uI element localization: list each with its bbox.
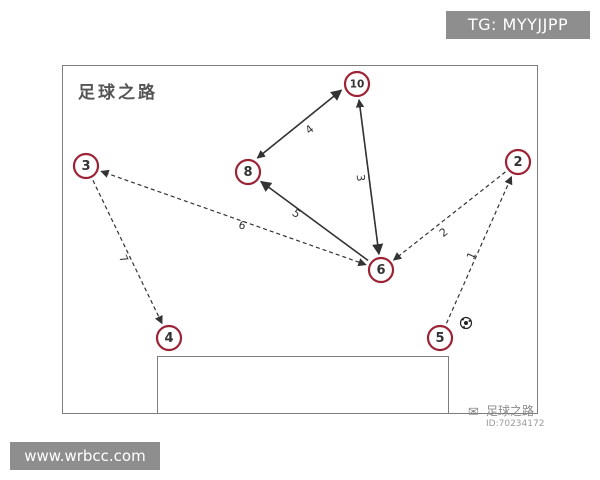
brand-title: 足球之路 <box>78 83 158 103</box>
player-marker-5: 5 <box>426 324 454 352</box>
player-number: 6 <box>376 263 385 278</box>
move-arrow-support-p6-p10 <box>355 99 380 255</box>
player-marker-6: 6 <box>367 256 395 284</box>
wechat-icon: ✉ <box>468 404 479 419</box>
watermark-id: ID:70234172 <box>486 419 545 429</box>
player-number: 3 <box>81 159 90 174</box>
player-number: 10 <box>350 79 365 91</box>
move-arrow-4-p8-p10 <box>256 89 343 159</box>
move-step-label: 5 <box>290 206 303 221</box>
player-marker-4: 4 <box>155 324 183 352</box>
watermark-name: 足球之路 <box>486 404 535 418</box>
move-step-label: 7 <box>116 253 131 265</box>
ball-icon <box>459 316 473 330</box>
penalty-box <box>157 356 449 414</box>
player-number: 2 <box>513 155 522 170</box>
site-url-badge: www.wrbcc.com <box>10 442 160 470</box>
player-marker-10: 10 <box>343 70 371 98</box>
move-step-label: 2 <box>437 225 451 240</box>
move-step-label: 4 <box>303 122 317 137</box>
player-number: 8 <box>243 165 252 180</box>
move-step-label: 6 <box>237 218 248 233</box>
move-arrow-2-p2-p6 <box>392 171 506 261</box>
move-arrow-1-p5-p2 <box>445 175 513 324</box>
move-step-label: 1 <box>464 250 479 262</box>
player-number: 5 <box>435 331 444 346</box>
move-arrow-6-p6-p3 <box>100 169 367 267</box>
player-marker-3: 3 <box>72 152 100 180</box>
player-marker-8: 8 <box>234 158 262 186</box>
move-step-label: 3 <box>354 174 368 183</box>
moves-layer: 1 2 3 4 5 6 7 <box>92 89 513 325</box>
player-number: 4 <box>164 331 173 346</box>
players-layer: 10 8 3 2 6 4 5 <box>72 70 532 352</box>
wechat-watermark: ✉ 足球之路 ID:70234172 <box>468 402 568 436</box>
player-marker-2: 2 <box>504 148 532 176</box>
move-arrow-5-p6-p8 <box>259 180 369 262</box>
telegram-watermark-badge: TG: MYYJJPP <box>446 11 590 39</box>
move-arrow-7-p3-p4 <box>92 180 163 325</box>
